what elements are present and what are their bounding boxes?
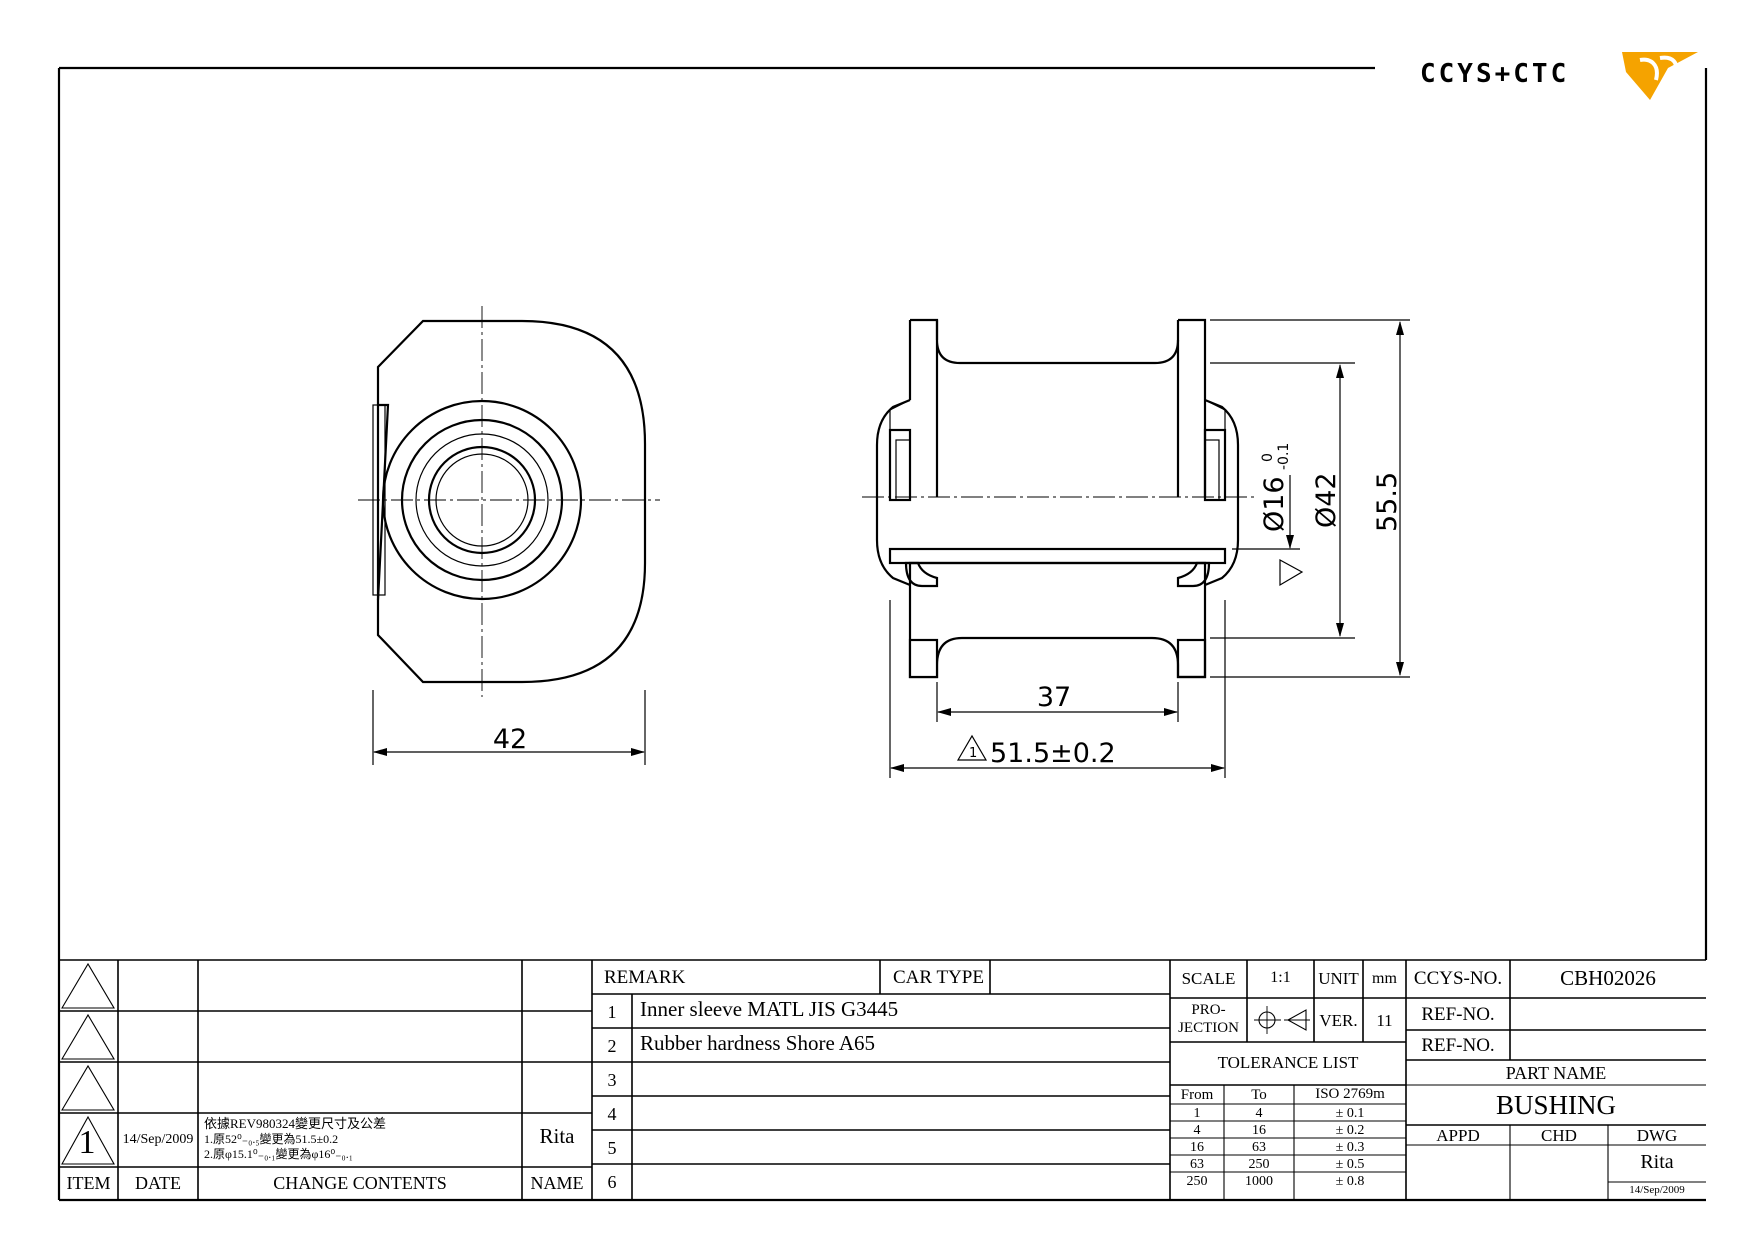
projection-symbol-icon [1254,1006,1310,1034]
remark-grid [592,960,1171,1200]
rev-header-name: NAME [530,1173,584,1193]
section-view: Ø16 0 -0.1 Ø42 55.5 37 1 51.5±0.2 [862,318,1410,778]
company-logo: CCYS+CTC [1420,52,1698,100]
part-name-label: PART NAME [1505,1063,1607,1083]
scale-label: SCALE [1181,969,1236,988]
remark-label: REMARK [604,967,686,988]
appd-label: APPD [1436,1126,1480,1145]
dim-inner-dia: Ø16 [1259,476,1290,532]
tolerance-row-5-tol: ± 0.8 [1335,1174,1365,1189]
tolerance-row-3-from: 16 [1190,1140,1204,1155]
tolerance-row-3-to: 63 [1252,1140,1266,1155]
tolerance-row-4-tol: ± 0.5 [1335,1157,1365,1172]
chd-label: CHD [1541,1126,1577,1145]
tolerance-header-to: To [1251,1087,1267,1103]
tolerance-row-2-from: 4 [1193,1123,1201,1138]
remark-item-2-no: 2 [607,1036,617,1056]
tolerance-row-4-from: 63 [1190,1157,1204,1172]
tolerance-row-5-from: 250 [1186,1174,1208,1189]
tolerance-header-from: From [1180,1087,1214,1103]
rev-header-item: ITEM [66,1173,111,1193]
unit-label: UNIT [1318,969,1359,988]
dim-inner-dia-tol-upper: 0 [1260,453,1276,462]
rev-header-date: DATE [135,1173,181,1193]
remark-item-3-no: 3 [607,1070,617,1090]
rev-row-4-change-2: 1.原52⁰₋₀.₅變更為51.5±0.2 [204,1132,339,1146]
remark-item-1-no: 1 [607,1002,617,1022]
tolerance-row-3-tol: ± 0.3 [1335,1140,1365,1155]
title-block [59,959,1706,1200]
tolerance-row-2-to: 16 [1252,1123,1266,1138]
ver-value: 11 [1376,1011,1393,1030]
remark-item-1-text: Inner sleeve MATL JIS G3445 [640,997,899,1021]
dim-overall-height: 55.5 [1372,472,1403,532]
dim-overall-length: 51.5±0.2 [990,738,1116,769]
rev-row-4-change-3: 2.原φ15.1⁰₋₀.₁變更為φ16⁰₋₀.₁ [204,1147,353,1161]
tolerance-title: TOLERANCE LIST [1217,1053,1359,1072]
logo-text: CCYS+CTC [1420,59,1569,89]
dwg-name: Rita [1640,1151,1674,1173]
front-view: 42 [358,306,660,765]
tolerance-row-4-to: 250 [1248,1157,1270,1172]
logo-mark-icon [1622,52,1698,100]
tolerance-row-1-to: 4 [1255,1106,1263,1121]
tolerance-header-std: ISO 2769m [1315,1086,1385,1102]
ref-no-label-1: REF-NO. [1421,1004,1495,1025]
tolerance-row-2-tol: ± 0.2 [1335,1123,1365,1138]
remark-item-6-no: 6 [607,1172,617,1192]
tolerance-row-5-to: 1000 [1245,1174,1273,1189]
rev-row-4-change-1: 依據REV980324變更尺寸及公差 [204,1116,387,1131]
tolerance-row-1-from: 1 [1193,1106,1201,1121]
projection-label-1: PRO- [1191,1002,1226,1018]
ver-label: VER. [1319,1011,1358,1030]
car-type-label: CAR TYPE [893,967,984,988]
rev-row-4-name: Rita [539,1124,575,1148]
dim-flange-gap: 37 [1037,682,1071,713]
dwg-label: DWG [1636,1126,1678,1145]
spec-grid [1170,960,1407,1200]
unit-value: mm [1372,970,1397,987]
tolerance-row-1-tol: ± 0.1 [1335,1106,1365,1121]
scale-value: 1:1 [1270,969,1291,986]
rev-row-4-item: 1 [78,1124,96,1161]
dim-revision-mark: 1 [969,746,977,761]
ccys-no-value: CBH02026 [1560,966,1656,990]
ccys-no-label: CCYS-NO. [1413,968,1503,989]
dim-inner-dia-tol-lower: -0.1 [1276,443,1292,470]
part-grid [1406,960,1706,1200]
remark-item-5-no: 5 [607,1138,617,1158]
projection-label-2: JECTION [1178,1020,1239,1036]
part-name-value: BUSHING [1495,1090,1616,1120]
dwg-date: 14/Sep/2009 [1629,1184,1685,1196]
remark-item-2-text: Rubber hardness Shore A65 [640,1031,876,1055]
rev-row-4-date: 14/Sep/2009 [122,1132,194,1147]
rev-header-change: CHANGE CONTENTS [273,1173,447,1193]
remark-item-4-no: 4 [607,1104,617,1124]
ref-no-label-2: REF-NO. [1421,1035,1495,1056]
dim-body-dia: Ø42 [1311,472,1342,528]
dim-front-width: 42 [493,724,527,755]
